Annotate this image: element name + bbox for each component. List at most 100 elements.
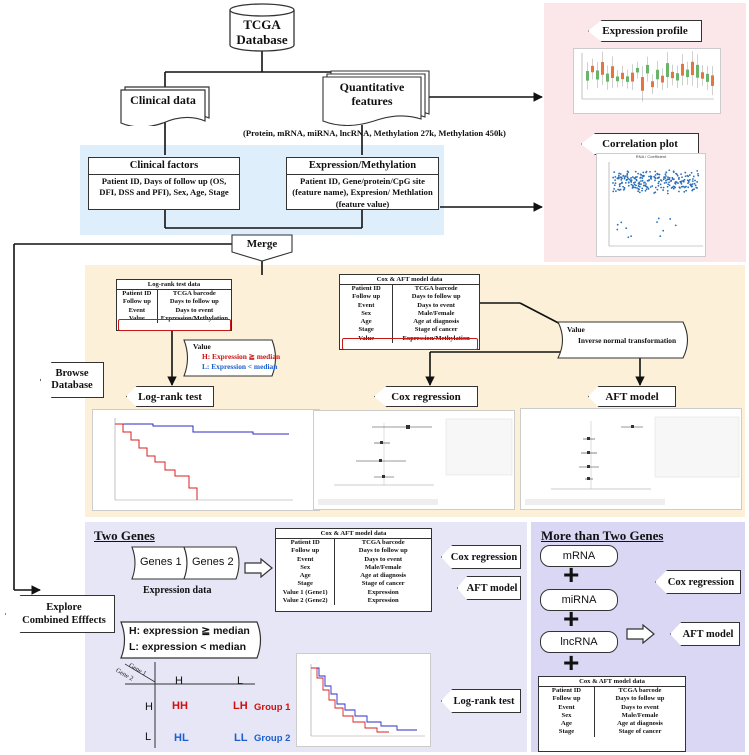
two-genes-aft-tag[interactable]: AFT model <box>457 576 521 600</box>
browse-database-tag[interactable]: Browse Database <box>40 362 104 398</box>
scatter-point <box>634 186 637 189</box>
table-row-value: Days to event <box>364 555 403 563</box>
scatter-point <box>657 182 660 185</box>
boxplot-box <box>656 69 659 80</box>
scatter-point <box>674 186 677 189</box>
scroll-shape <box>557 321 689 359</box>
value-h-rule: H: Expression ≧ median <box>202 352 281 361</box>
more-genes-cox-tag[interactable]: Cox regression <box>655 570 741 594</box>
scatter-point <box>620 176 623 179</box>
value-highlight <box>342 338 478 350</box>
boxplot-box <box>606 73 609 82</box>
scatter-point <box>638 183 641 185</box>
scatter-point <box>656 188 659 191</box>
scatter-point <box>642 171 645 174</box>
table-row-value: Days to event <box>175 306 214 314</box>
logrank-test-tag[interactable]: Log-rank test <box>126 386 214 407</box>
correlation-scatter-plot: RNA / Coefficient <box>596 153 706 257</box>
aft-model-tag[interactable]: AFT model <box>588 386 676 407</box>
scatter-point <box>637 188 640 190</box>
expression-title: Expression/Methylation <box>287 158 438 175</box>
expression-body: Patient ID, Gene/protein/CpG site (featu… <box>292 176 433 209</box>
scatter-point <box>617 188 620 191</box>
scatter-point <box>630 177 633 179</box>
cell-hh: HH <box>172 700 188 712</box>
scatter-point <box>639 173 642 176</box>
scatter-point <box>696 169 699 172</box>
boxplot-box <box>616 76 619 82</box>
table-row-key: Patient ID <box>340 285 394 294</box>
boxplot-box <box>651 81 654 88</box>
scatter-point <box>616 177 619 180</box>
boxplot-box <box>591 65 594 73</box>
scatter-point <box>641 179 644 182</box>
arrow-icon <box>244 558 273 578</box>
km-curves <box>114 418 293 501</box>
scatter-point <box>654 179 656 182</box>
table-row-key: Sex <box>276 563 336 573</box>
scatter-point <box>619 182 622 185</box>
boxplot-box <box>706 73 709 82</box>
scatter-point <box>688 174 691 176</box>
merge-shape <box>231 234 293 262</box>
two-genes-aft-label: AFT model <box>466 582 518 594</box>
boxplot-box <box>601 62 604 75</box>
scatter-point <box>656 173 659 176</box>
table-row-value: Expression/Methylation <box>160 314 228 322</box>
scatter-point <box>613 187 615 190</box>
tcga-database-label: TCGA Database <box>236 17 288 47</box>
document-icon <box>120 86 210 128</box>
boxplot-box <box>626 76 629 82</box>
two-genes-cox-label: Cox regression <box>450 551 518 563</box>
more-genes-table-title: Cox & AFT model data <box>539 677 685 687</box>
two-genes-logrank-tag[interactable]: Log-rank test <box>441 689 521 713</box>
scatter-point <box>627 177 630 180</box>
scatter-point <box>668 176 671 179</box>
scatter-point <box>687 179 690 182</box>
scatter-point <box>662 178 665 181</box>
cox-regression-label: Cox regression <box>391 390 461 403</box>
more-genes-arrow-icon <box>626 624 655 644</box>
scatter-point <box>638 185 641 188</box>
scatter-point <box>630 235 633 238</box>
cox-regression-tag[interactable]: Cox regression <box>374 386 478 407</box>
table-row-value: Stage of cancer <box>414 326 458 334</box>
scatter-point <box>645 183 647 185</box>
value-scroll-hl: Value H: Expression ≧ median L: Expressi… <box>180 339 280 377</box>
table-row-key: Stage <box>276 580 336 589</box>
scatter-point <box>644 189 647 192</box>
more-genes-cox-label: Cox regression <box>667 576 735 588</box>
plus-sign-2: + <box>563 603 580 634</box>
scatter-point <box>663 176 666 178</box>
scatter-point <box>658 180 660 183</box>
cylinder-icon <box>229 3 295 52</box>
explore-combined-tag[interactable]: Explore Combined Efffects <box>5 595 115 633</box>
cox-forest-thumbnail <box>313 410 515 510</box>
scatter-point <box>666 192 669 195</box>
scatter-point <box>643 181 646 184</box>
scatter-point <box>657 184 660 187</box>
scatter-point <box>694 179 696 182</box>
scatter-point <box>631 176 634 178</box>
gene1-label: Genes 1 <box>140 556 182 568</box>
lncrna-label: lncRNA <box>560 636 598 648</box>
scatter-point <box>635 178 638 181</box>
scatter-point <box>640 180 642 182</box>
scatter-point <box>666 185 669 188</box>
scatter-point <box>691 183 694 186</box>
logrank-table-title: Log-rank test data <box>117 280 231 290</box>
table-row-key: Sex <box>340 309 394 319</box>
scatter-point <box>693 182 696 185</box>
more-genes-aft-tag[interactable]: AFT model <box>670 622 740 646</box>
table-row-key: Patient ID <box>276 539 336 548</box>
quantitative-features-document: Quantitative features <box>322 70 430 127</box>
scatter-point <box>650 175 652 178</box>
scatter-point <box>654 177 657 180</box>
scatter-point <box>641 187 644 190</box>
col-l-label: L <box>237 675 244 687</box>
scatter-point <box>678 190 680 193</box>
two-genes-cox-tag[interactable]: Cox regression <box>441 545 521 569</box>
scatter-point <box>618 172 620 175</box>
